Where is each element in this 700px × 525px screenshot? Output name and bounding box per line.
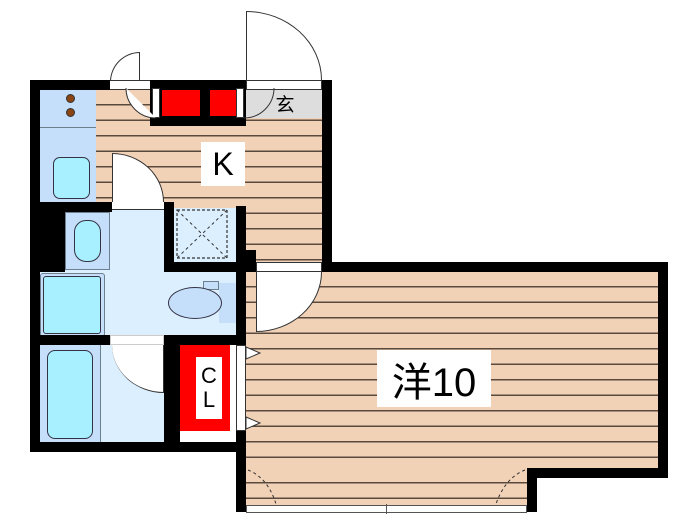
shoe-box-door-frame [236,88,244,118]
wall-counter-bottom [30,202,112,212]
closet-label-c: C [201,363,217,388]
entrance-floor [246,90,322,118]
shoe-box-door-arc-icon [243,87,275,119]
wall-bottom-left [30,442,246,452]
wall-top-left [30,80,110,90]
wall-western-bottom-right [537,468,668,478]
wall-western-right [658,262,668,478]
window-swing-arc-icon [247,469,526,505]
wall-western-left-lower [236,431,246,512]
wall-western-top [322,262,668,272]
entrance-door-leaf [246,80,322,90]
western-room-floor-bay [246,468,537,505]
closet-hinge-icon [245,346,262,430]
wall-right-kitchen [322,80,332,268]
wall-washbasin-left [30,202,65,272]
entrance-door[interactable] [246,11,322,80]
closet-label-l: L [202,387,216,412]
wall-fridge-bottom [164,262,246,272]
bathroom-door-frame [110,335,164,345]
shoe-box-red-2 [210,90,236,116]
wall-washroom-bottom-right [164,335,246,345]
refrigerator-space-icon [176,209,228,259]
wall-fridge-left [164,202,174,272]
bathtub-basin-icon [47,350,93,439]
entrance-label: 玄 [275,94,295,116]
shoe-box-door-arc-icon [125,87,157,119]
window-top[interactable] [110,52,140,82]
wall-western-bay-right [527,468,537,512]
toilet-tank [219,283,236,323]
western-room-door-frame [256,262,322,272]
counter-divider [40,127,96,128]
window-top-frame [110,80,150,90]
shoe-box-red-1 [162,90,200,116]
window-divider [386,504,387,514]
closet-label: C L [196,357,222,419]
washing-machine-icon [43,276,101,334]
kitchen-sink-icon [53,157,90,199]
wall-bath-right [164,335,180,452]
wall-fridge-right [236,206,246,272]
stove-burner-icon [66,108,75,117]
western-room-label: 洋10 [377,350,491,407]
wall-washroom-bottom [30,335,110,345]
stove-burner-icon [66,94,75,103]
washbasin-bowl-icon [74,220,101,262]
kitchen-label: K [201,142,245,186]
toilet-bowl-icon [168,287,222,319]
closet-door-frame [236,345,246,431]
washroom-door-frame [112,202,164,210]
